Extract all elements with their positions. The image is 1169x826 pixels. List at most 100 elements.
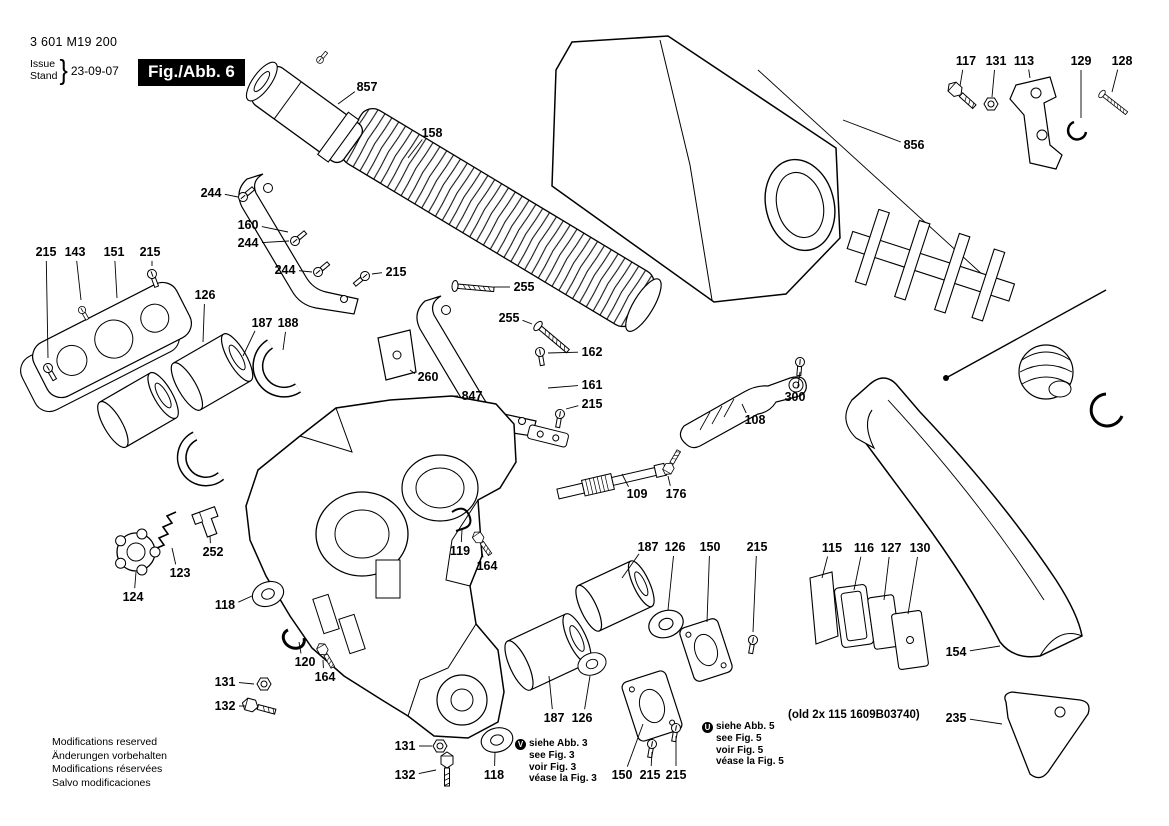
part-callout-215: 215 (747, 540, 768, 554)
dust-chute-856 (551, 35, 1007, 303)
part-callout-215: 215 (36, 245, 57, 259)
part-callout-215: 215 (666, 768, 687, 782)
ref-v-line-de: siehe Abb. 3 (529, 738, 588, 749)
part-131-nut (983, 97, 999, 111)
pad-115 (809, 571, 839, 645)
part-callout-116: 116 (854, 541, 874, 555)
part-callout-161: 161 (582, 378, 603, 392)
part-131-nut (432, 739, 448, 753)
part-132-bolt (240, 696, 278, 718)
part-callout-124: 124 (123, 590, 144, 604)
leader-line-187 (548, 675, 553, 710)
part-215-screw (745, 634, 759, 655)
ref-u-line-de: siehe Abb. 5 (716, 721, 775, 732)
leader-line-235 (969, 718, 1003, 725)
leader-line-215 (371, 272, 383, 275)
leader-line-187 (621, 553, 640, 579)
part-callout-126: 126 (665, 540, 686, 554)
part-857-screw (314, 49, 330, 66)
leader-line-244 (261, 240, 290, 244)
ref-v-line-en: see Fig. 3 (529, 750, 575, 762)
leader-line-164 (480, 545, 484, 558)
leader-line-124 (134, 571, 137, 589)
part-callout-176: 176 (666, 487, 687, 501)
part-callout-151: 151 (104, 245, 125, 259)
part-callout-123: 123 (170, 566, 191, 580)
part-callout-129: 129 (1071, 54, 1092, 68)
part-callout-856: 856 (904, 138, 925, 152)
part-215-screw (351, 269, 372, 289)
spindle-109 (556, 462, 668, 500)
leader-line-115 (821, 556, 829, 579)
part-215-screw (644, 738, 658, 759)
circled-u-icon: U (702, 722, 713, 734)
footer-line-fr: Modifications réservées (52, 763, 163, 775)
part-callout-187: 187 (638, 540, 659, 554)
clip-120 (281, 628, 306, 650)
part-callout-244: 244 (201, 186, 222, 200)
part-callout-154: 154 (946, 645, 967, 659)
part-callout-252: 252 (203, 545, 224, 559)
part-callout-132: 132 (215, 699, 236, 713)
leader-line-109 (621, 473, 629, 488)
leader-line-188 (282, 331, 286, 351)
cable-grommet (1018, 344, 1074, 400)
issue-date: 23-09-07 (70, 63, 119, 78)
part-callout-300: 300 (785, 390, 806, 404)
leader-line-127 (883, 556, 890, 601)
part-callout-164: 164 (477, 559, 498, 573)
part-128-screw (1096, 88, 1130, 118)
part-callout-131: 131 (986, 54, 1007, 68)
leader-line-260 (409, 369, 416, 375)
roller-187 (170, 333, 254, 411)
leader-line-132 (418, 769, 437, 775)
part-callout-150: 150 (700, 540, 721, 554)
part-callout-109: 109 (627, 487, 648, 501)
spring-123 (156, 511, 177, 549)
part-callout-244: 244 (238, 236, 259, 250)
part-117-screw (944, 79, 979, 112)
leader-line-126 (584, 675, 591, 710)
arm-cover-154 (845, 377, 1083, 658)
part-callout-131: 131 (395, 739, 416, 753)
part-callout-215: 215 (640, 768, 661, 782)
part-255-screw (451, 279, 495, 296)
part-callout-150: 150 (612, 768, 633, 782)
part-callout-120: 120 (295, 655, 316, 669)
bracket-113 (1009, 76, 1063, 170)
leader-line-187 (242, 330, 256, 357)
hose-158 (340, 107, 662, 332)
part-callout-260: 260 (418, 370, 439, 384)
stand-label: Stand (30, 69, 58, 82)
star-knob-124 (115, 528, 161, 576)
leader-line-300 (797, 371, 801, 389)
leader-line-120 (298, 641, 302, 654)
part-callout-117: 117 (956, 54, 976, 68)
leader-line-161 (547, 385, 579, 389)
part-131-nut (256, 677, 272, 691)
old-part-note: (old 2x 115 1609B03740) (788, 709, 920, 721)
part-callout-118: 118 (484, 768, 504, 782)
ref-v-line-es: véase la Fig. 3 (529, 773, 597, 785)
part-callout-131: 131 (215, 675, 236, 689)
pad-130 (891, 610, 929, 670)
leader-line-150 (626, 723, 644, 767)
leader-line-131 (238, 682, 255, 685)
leader-line-215 (565, 405, 579, 410)
part-callout-215: 215 (140, 245, 161, 259)
part-callout-115: 115 (822, 541, 842, 555)
leader-line-117 (959, 69, 964, 87)
part-132-bolt (440, 751, 454, 787)
part-callout-162: 162 (582, 345, 603, 359)
modifications-footer: Modifications reserved Änderungen vorbeh… (52, 736, 167, 790)
part-callout-119: 119 (450, 544, 470, 558)
leader-line-176 (667, 475, 671, 486)
part-callout-235: 235 (946, 711, 967, 725)
part-callout-126: 126 (195, 288, 216, 302)
part-callout-128: 128 (1112, 54, 1133, 68)
leader-line-856 (842, 119, 901, 143)
part-callout-187: 187 (252, 316, 273, 330)
leader-line-130 (907, 556, 918, 615)
leader-line-118 (238, 595, 253, 603)
